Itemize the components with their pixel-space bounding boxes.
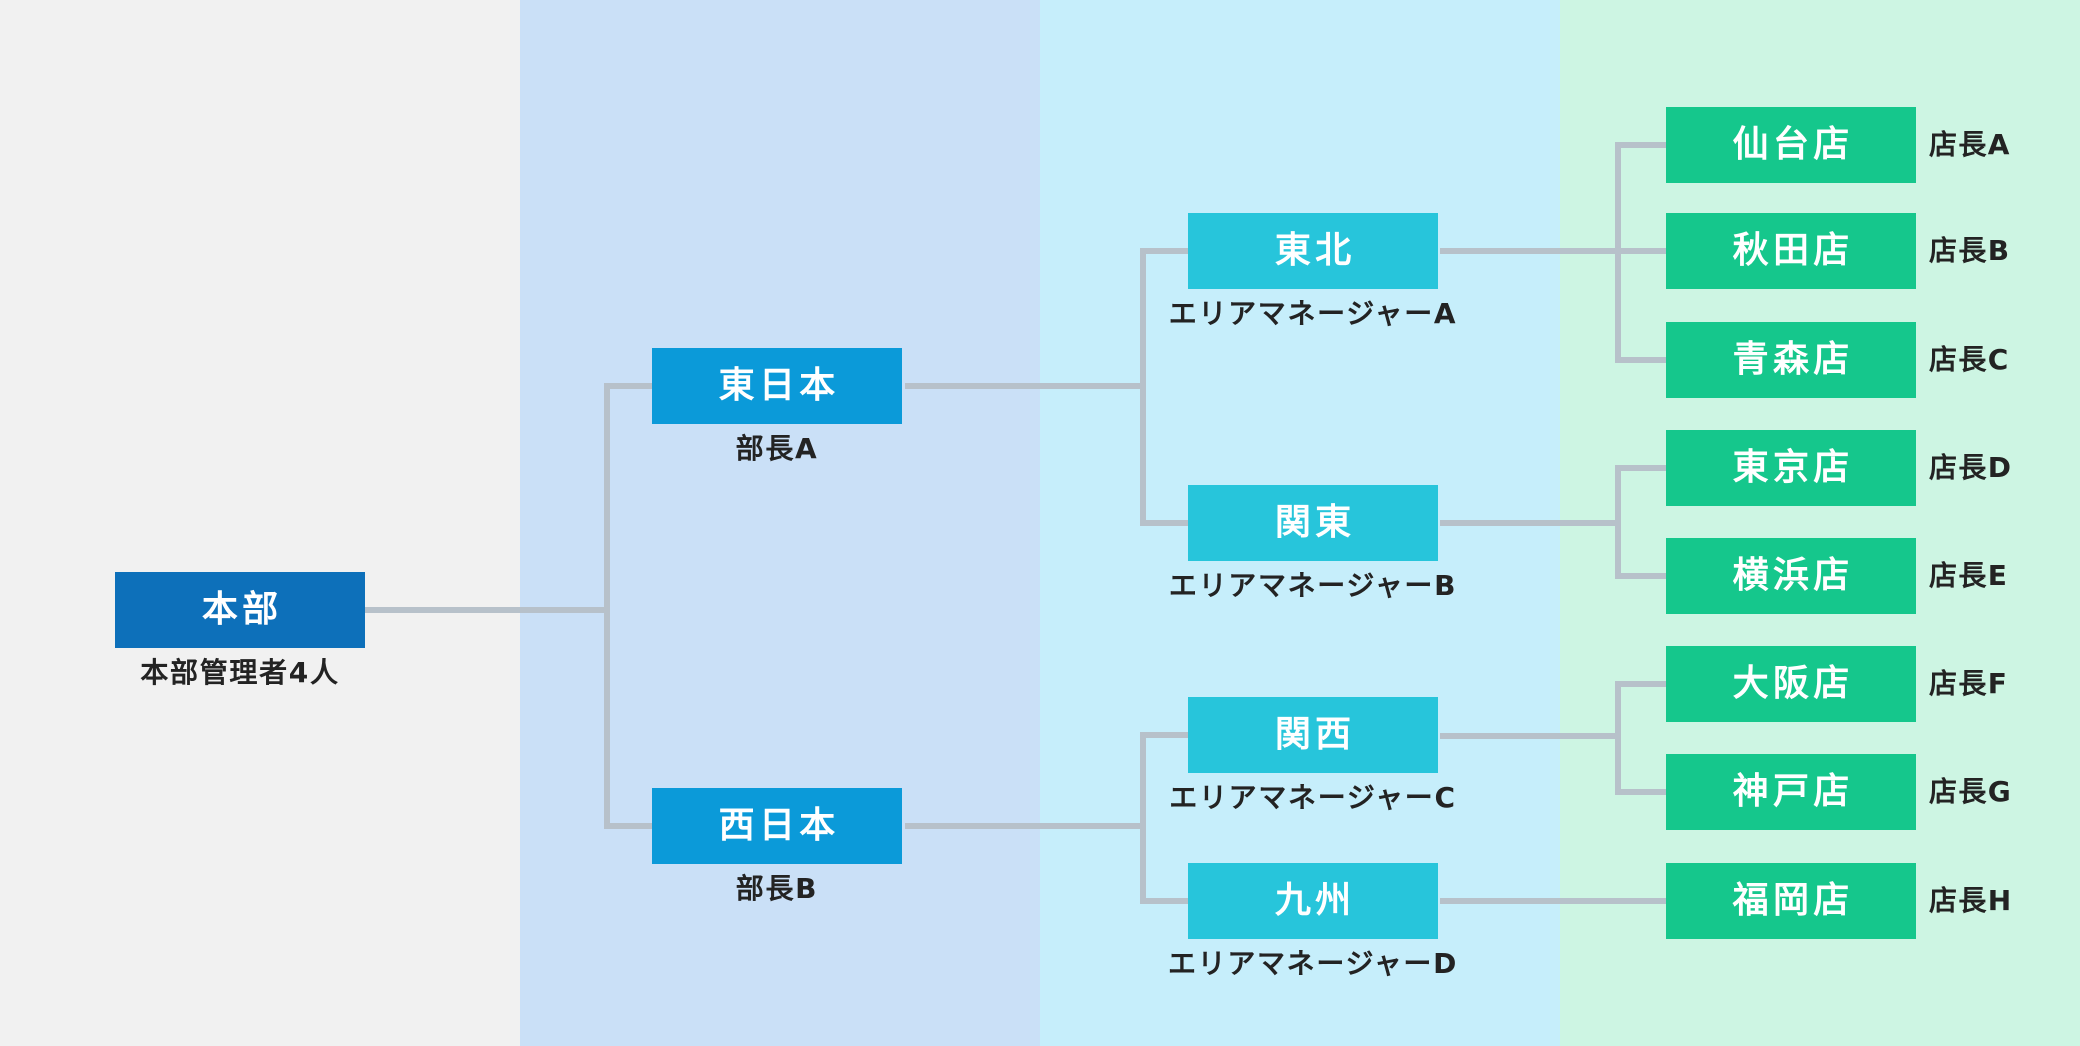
osaka-manager-label: 店長F [1929, 667, 2009, 700]
kansai-sublabel: エリアマネージャーC [1169, 781, 1457, 814]
west-japan-sublabel: 部長B [735, 872, 819, 905]
connector-line [1440, 733, 1618, 739]
connector-line [905, 823, 1143, 829]
kyushu-sublabel: エリアマネージャーD [1167, 947, 1459, 980]
connector-line [1143, 520, 1188, 526]
connector-line [1143, 898, 1188, 904]
org-node-kansai: 関西 [1188, 697, 1438, 773]
org-node-east-japan: 東日本 [652, 348, 902, 424]
tokyo-manager-label: 店長D [1929, 451, 2013, 484]
connector-line [1618, 789, 1666, 795]
fukuoka-manager-label: 店長H [1929, 884, 2013, 917]
org-node-yokohama-store: 横浜店 [1666, 538, 1916, 614]
kobe-manager-label: 店長G [1929, 775, 2013, 808]
east-japan-sublabel: 部長A [735, 432, 819, 465]
org-node-akita-store: 秋田店 [1666, 213, 1916, 289]
akita-manager-label: 店長B [1929, 234, 2011, 267]
connector-line [1615, 465, 1621, 579]
connector-line [365, 607, 607, 613]
connector-line [1618, 142, 1666, 148]
org-node-osaka-store: 大阪店 [1666, 646, 1916, 722]
aomori-manager-label: 店長C [1929, 343, 2010, 376]
connector-line [607, 823, 652, 829]
connector-line [1440, 520, 1618, 526]
org-node-kyushu: 九州 [1188, 863, 1438, 939]
yokohama-manager-label: 店長E [1929, 559, 2009, 592]
connector-line [1440, 248, 1618, 254]
connector-line [905, 383, 1143, 389]
connector-line [1618, 248, 1666, 254]
kanto-sublabel: エリアマネージャーB [1168, 569, 1458, 602]
column-band-hq [0, 0, 520, 1046]
headquarters-sublabel: 本部管理者4人 [140, 656, 340, 689]
org-node-kobe-store: 神戸店 [1666, 754, 1916, 830]
org-node-aomori-store: 青森店 [1666, 322, 1916, 398]
org-node-tohoku: 東北 [1188, 213, 1438, 289]
connector-line [604, 383, 610, 829]
connector-line [1140, 732, 1146, 904]
org-node-headquarters: 本部 [115, 572, 365, 648]
org-node-kanto: 関東 [1188, 485, 1438, 561]
org-node-fukuoka-store: 福岡店 [1666, 863, 1916, 939]
connector-line [1143, 732, 1188, 738]
connector-line [1143, 248, 1188, 254]
connector-line [607, 383, 652, 389]
org-node-tokyo-store: 東京店 [1666, 430, 1916, 506]
connector-line [1140, 248, 1146, 526]
connector-line [1440, 898, 1666, 904]
connector-line [1618, 357, 1666, 363]
connector-line [1618, 681, 1666, 687]
connector-line [1618, 465, 1666, 471]
org-node-west-japan: 西日本 [652, 788, 902, 864]
connector-line [1618, 573, 1666, 579]
org-node-sendai-store: 仙台店 [1666, 107, 1916, 183]
connector-line [1615, 681, 1621, 795]
sendai-manager-label: 店長A [1929, 128, 2011, 161]
tohoku-sublabel: エリアマネージャーA [1168, 297, 1458, 330]
